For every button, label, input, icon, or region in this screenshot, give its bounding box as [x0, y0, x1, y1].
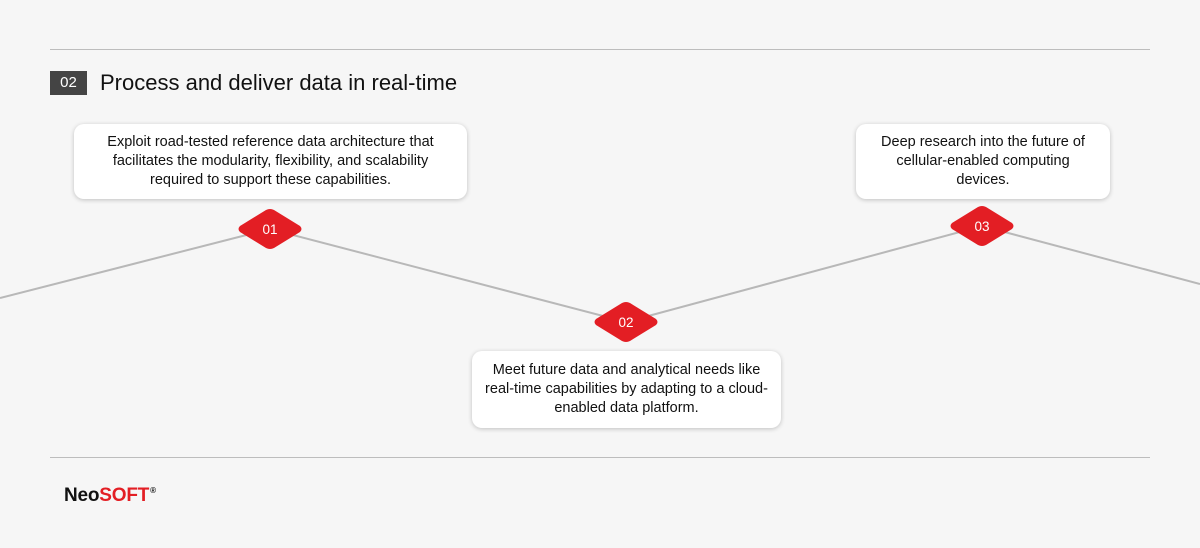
bottom-divider	[50, 457, 1150, 458]
step-2-number: 02	[618, 314, 634, 330]
brand-logo-part1: Neo	[64, 485, 100, 506]
step-3-card: Deep research into the future of cellula…	[856, 124, 1110, 199]
section-number-badge: 02	[50, 71, 87, 95]
brand-logo-part2: SOFT	[99, 485, 150, 506]
step-3-number: 03	[974, 218, 990, 234]
registered-mark: ®	[150, 486, 156, 495]
diamond-icon	[950, 206, 1014, 246]
step-1-number: 01	[262, 221, 278, 237]
step-2-text: Meet future data and analytical needs li…	[485, 362, 768, 416]
step-1-card: Exploit road-tested reference data archi…	[74, 124, 467, 199]
step-1-marker: 01	[237, 207, 303, 251]
section-title: Process and deliver data in real-time	[100, 70, 458, 95]
step-2-marker: 02	[593, 300, 659, 344]
diamond-icon	[238, 209, 302, 249]
step-2-card: Meet future data and analytical needs li…	[472, 351, 781, 428]
brand-logo: NeoSOFT®	[64, 485, 156, 507]
diamond-icon	[594, 302, 658, 342]
top-divider	[50, 49, 1150, 50]
step-3-marker: 03	[949, 204, 1015, 248]
step-3-text: Deep research into the future of cellula…	[881, 134, 1085, 188]
step-1-text: Exploit road-tested reference data archi…	[107, 134, 434, 188]
